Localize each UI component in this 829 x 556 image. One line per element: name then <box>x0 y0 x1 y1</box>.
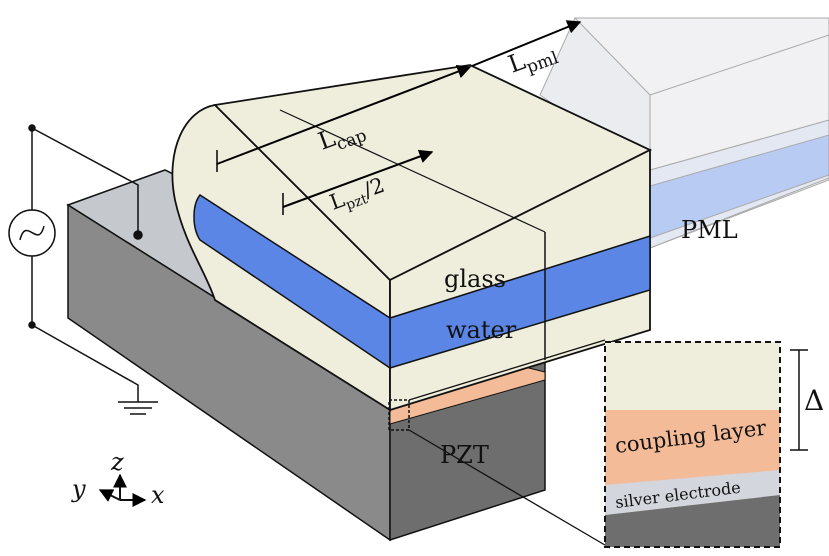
zoom-box-icon <box>388 399 410 431</box>
inset-silver-electrode <box>605 470 780 515</box>
inset-pzt <box>605 495 780 547</box>
axis-x-label: x <box>151 481 165 509</box>
l-pzt-arrow <box>282 149 434 208</box>
zoom-inset <box>388 339 808 549</box>
water-label: water <box>446 316 517 344</box>
pzt-label: PZT <box>440 441 489 469</box>
glass-label: glass <box>444 265 506 293</box>
dimension-arrows <box>216 20 582 215</box>
ground-icon <box>118 401 158 415</box>
inset-coupling-layer <box>605 410 780 485</box>
l-cap-arrow <box>216 64 472 165</box>
pml-label: PML <box>681 216 738 244</box>
pml-region <box>539 17 829 249</box>
drive-circuit <box>8 124 158 415</box>
axis-triad-icon <box>98 473 147 507</box>
delta-label: Δ <box>804 384 824 417</box>
axis-z-label: z <box>110 448 124 476</box>
glass-capillary <box>171 64 653 412</box>
l-pml-arrow <box>471 20 582 67</box>
axis-y-label: y <box>71 475 86 503</box>
water-channel-side <box>193 194 391 370</box>
